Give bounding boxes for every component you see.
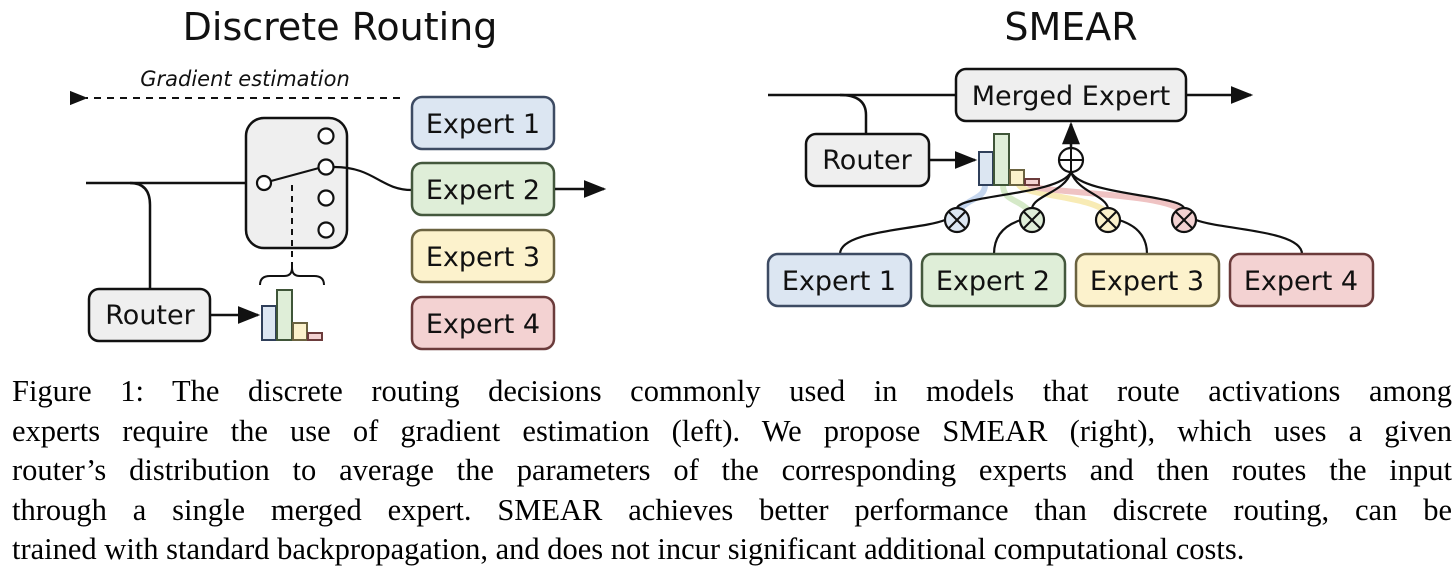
multiply-node-3 bbox=[1094, 206, 1122, 234]
caption-line-4: through a single merged expert. SMEAR ac… bbox=[12, 492, 1452, 527]
expert2-to-mul bbox=[992, 218, 1022, 255]
smear-router-box bbox=[804, 132, 931, 188]
discrete-routing-title: Discrete Routing bbox=[183, 5, 498, 49]
expert4-to-mul bbox=[1195, 218, 1304, 255]
right-expert-1-label: Expert 1 bbox=[782, 266, 896, 297]
caption-line-2: experts require the use of gradient esti… bbox=[12, 413, 1452, 448]
figure-caption: Figure 1: The discrete routing decisions… bbox=[12, 372, 1452, 570]
right-expert-2-box bbox=[920, 252, 1067, 308]
router-label: Router bbox=[105, 300, 195, 331]
multiply-node-2 bbox=[1018, 206, 1046, 234]
mul1-to-sum bbox=[955, 171, 1072, 209]
expert3-to-mul bbox=[1118, 218, 1149, 255]
left-expert-3-label: Expert 3 bbox=[426, 242, 540, 273]
gradient-estimation-label: Gradient estimation bbox=[140, 67, 350, 91]
right-expert-3-label: Expert 3 bbox=[1090, 266, 1204, 297]
right-expert-4-box bbox=[1228, 252, 1375, 308]
router-distribution-histogram bbox=[261, 289, 323, 341]
left-expert-1-box bbox=[410, 95, 556, 151]
smear-hist-bar-3 bbox=[1009, 169, 1025, 186]
right-expert-4-label: Expert 4 bbox=[1244, 266, 1358, 297]
merged-expert-label: Merged Expert bbox=[972, 81, 1170, 112]
left-expert-4-box bbox=[410, 295, 556, 351]
switch-node-3 bbox=[317, 189, 335, 207]
hist-bar-2 bbox=[276, 289, 293, 341]
brace bbox=[259, 267, 325, 286]
caption-line-3: router’s distribution to average the par… bbox=[12, 453, 1452, 487]
mul2-to-sum bbox=[1030, 171, 1073, 209]
smear-router-distribution-histogram bbox=[978, 133, 1040, 186]
left-expert-1-label: Expert 1 bbox=[426, 109, 540, 140]
smear-router-branch bbox=[839, 93, 868, 134]
hist-bar-3 bbox=[292, 322, 308, 341]
right-expert-3-box bbox=[1074, 252, 1221, 308]
caption-line-1: Figure 1: The discrete routing decisions… bbox=[12, 374, 1452, 408]
switch-lever bbox=[270, 166, 320, 183]
switch-node-1 bbox=[317, 127, 335, 145]
right-expert-2-label: Expert 2 bbox=[936, 266, 1050, 297]
smear-title: SMEAR bbox=[1004, 5, 1137, 49]
caption-line-5: trained with standard backpropagation, a… bbox=[12, 532, 1245, 566]
left-expert-3-box bbox=[410, 228, 556, 284]
expert1-to-mul bbox=[838, 218, 946, 255]
switch-input-node bbox=[255, 174, 273, 192]
switch-box bbox=[244, 116, 349, 250]
multiply-node-1 bbox=[943, 206, 971, 234]
switch-output-line bbox=[333, 165, 413, 192]
router-branch-line bbox=[129, 181, 152, 290]
multiply-node-4 bbox=[1170, 206, 1198, 234]
smear-panel: SMEAR Merged Expert Router bbox=[766, 5, 1375, 308]
right-expert-1-box bbox=[766, 252, 913, 308]
smear-hist-bar-4 bbox=[1024, 178, 1040, 186]
left-expert-2-label: Expert 2 bbox=[426, 175, 540, 206]
smear-hist-bar-1 bbox=[978, 151, 994, 186]
switch-node-4 bbox=[317, 221, 335, 239]
smear-hist-bar-2 bbox=[993, 133, 1010, 186]
router-box bbox=[87, 287, 212, 343]
hist-bar-1 bbox=[261, 305, 277, 341]
mul4-to-sum bbox=[1070, 171, 1186, 209]
hist-bar-4 bbox=[307, 332, 323, 341]
figure-diagram: Discrete Routing Gradient estimation Rou… bbox=[69, 5, 1375, 351]
merged-expert-box bbox=[954, 67, 1188, 123]
smear-router-label: Router bbox=[822, 145, 912, 176]
discrete-routing-panel: Discrete Routing Gradient estimation Rou… bbox=[69, 5, 607, 351]
switch-node-2 bbox=[317, 158, 335, 176]
left-expert-2-box bbox=[410, 161, 556, 217]
left-expert-4-label: Expert 4 bbox=[426, 309, 540, 340]
